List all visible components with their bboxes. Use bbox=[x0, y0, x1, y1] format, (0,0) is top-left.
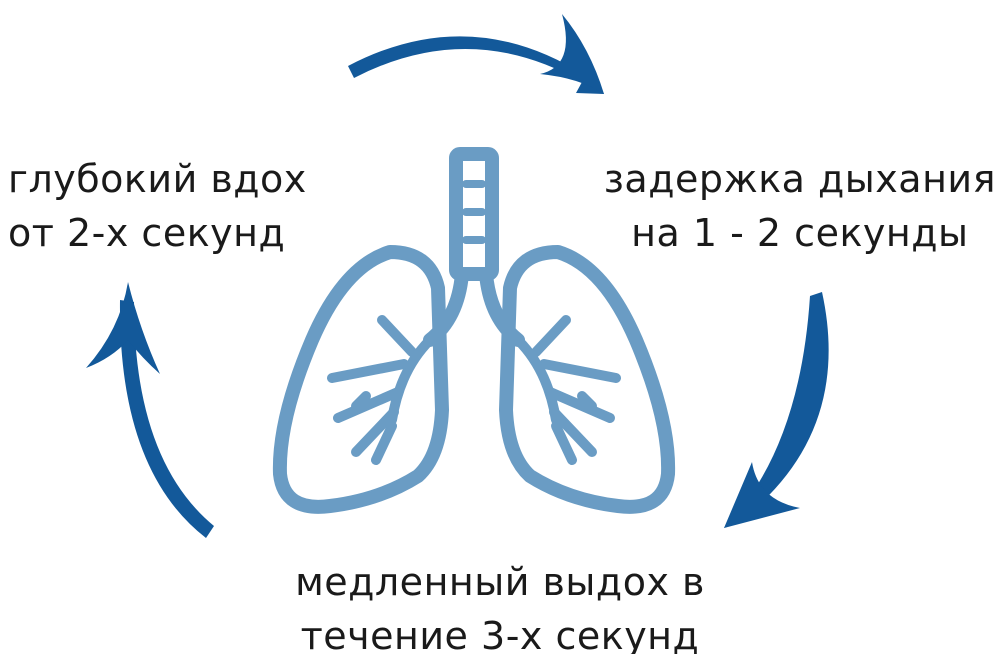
hold-label: задержка дыхания на 1 - 2 секунды bbox=[604, 152, 996, 260]
left-branches bbox=[332, 320, 430, 460]
hold-label-line2: на 1 - 2 секунды bbox=[604, 206, 996, 260]
right-branches bbox=[518, 320, 616, 460]
exhale-label-line2: течение 3-х секунд bbox=[0, 609, 1000, 654]
hold-label-line1: задержка дыхания bbox=[604, 152, 996, 206]
arrow-left-icon bbox=[86, 282, 214, 538]
inhale-label-line1: глубокий вдох bbox=[8, 152, 307, 206]
arrow-right-icon bbox=[724, 292, 829, 528]
right-lung bbox=[506, 252, 668, 507]
exhale-label-line1: медленный выдох в bbox=[0, 555, 1000, 609]
inhale-label-line2: от 2-х секунд bbox=[8, 206, 307, 260]
exhale-label: медленный выдох в течение 3-х секунд bbox=[0, 555, 1000, 654]
arrow-top-icon bbox=[348, 14, 604, 94]
inhale-label: глубокий вдох от 2-х секунд bbox=[8, 152, 307, 260]
left-lung bbox=[280, 252, 442, 507]
